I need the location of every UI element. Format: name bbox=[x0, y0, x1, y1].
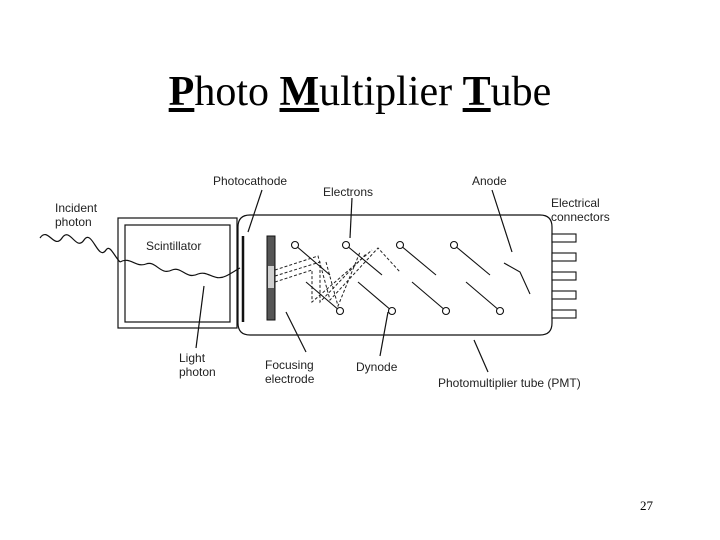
dynode-top-4-tip bbox=[449, 240, 459, 250]
dynode-top-1 bbox=[294, 244, 331, 276]
electron-path-1 bbox=[274, 247, 401, 302]
focusing-electrode-label-2: electrode bbox=[265, 372, 315, 386]
dynode-top-3-tip bbox=[395, 240, 405, 250]
electrical-connectors-label-1: Electrical bbox=[551, 196, 600, 210]
dynode-bottom-1 bbox=[305, 281, 341, 312]
dynode-label: Dynode bbox=[356, 360, 398, 374]
connector-pin-2 bbox=[551, 252, 577, 262]
focusing-electrode-leader bbox=[285, 311, 307, 353]
page-number: 27 bbox=[640, 498, 653, 513]
light-photon-label-2: photon bbox=[179, 365, 216, 379]
electrical-connectors-label-2: connectors bbox=[551, 210, 610, 224]
dynode-top-2 bbox=[345, 244, 383, 276]
pmt-label: Photomultiplier tube (PMT) bbox=[438, 376, 581, 390]
title-initial-p: P bbox=[168, 69, 195, 115]
dynode-bottom-2-tip bbox=[387, 306, 397, 316]
focusing-electrode-label-1: Focusing bbox=[265, 358, 314, 372]
connector-pin-5 bbox=[551, 309, 577, 319]
dynode-bottom-3-tip bbox=[441, 306, 451, 316]
light-photon-wave bbox=[119, 259, 241, 279]
dynode-leader bbox=[379, 311, 389, 357]
focusing-electrode-window bbox=[268, 266, 274, 288]
incident-photon-label-1: Incident bbox=[55, 201, 98, 215]
connector-pin-4 bbox=[551, 290, 577, 300]
pmt-tube-envelope bbox=[237, 214, 553, 336]
anode-leader bbox=[491, 189, 513, 253]
slide-title: Photo Multiplier Tube bbox=[0, 68, 720, 116]
dynode-top-1-tip bbox=[290, 240, 300, 250]
dynode-bottom-2 bbox=[357, 281, 393, 312]
dynode-bottom-4 bbox=[465, 281, 501, 312]
dynode-bottom-4-tip bbox=[495, 306, 505, 316]
title-word-multiplier: ultiplier bbox=[319, 69, 463, 115]
dynode-top-4 bbox=[453, 244, 491, 276]
photocathode-label: Photocathode bbox=[213, 174, 287, 188]
scintillator-label: Scintillator bbox=[146, 239, 201, 253]
title-word-tube: ube bbox=[490, 69, 552, 115]
light-photon-leader bbox=[195, 285, 205, 349]
connector-pin-3 bbox=[551, 271, 577, 281]
connector-pin-1 bbox=[551, 233, 577, 243]
incident-photon-wave bbox=[39, 234, 121, 263]
electron-path-2 bbox=[274, 253, 367, 304]
electron-path-3 bbox=[274, 249, 373, 304]
light-photon-label-1: Light bbox=[179, 351, 206, 365]
scintillator-outer-box bbox=[117, 217, 238, 329]
electron-path-4 bbox=[325, 251, 361, 308]
dynode-top-3 bbox=[399, 244, 437, 276]
pmt-leader bbox=[473, 339, 489, 373]
incident-photon-label-2: photon bbox=[55, 215, 92, 229]
dynode-bottom-1-tip bbox=[335, 306, 345, 316]
dynode-top-2-tip bbox=[341, 240, 351, 250]
title-word-photo: hoto bbox=[194, 69, 280, 115]
electrons-leader bbox=[349, 197, 353, 239]
electrons-label: Electrons bbox=[323, 185, 373, 199]
photocathode-leader bbox=[247, 189, 263, 233]
anode-plate bbox=[503, 262, 531, 295]
dynode-bottom-3 bbox=[411, 281, 447, 312]
title-initial-t: T bbox=[462, 69, 491, 115]
anode-label: Anode bbox=[472, 174, 507, 188]
title-initial-m: M bbox=[279, 69, 320, 115]
